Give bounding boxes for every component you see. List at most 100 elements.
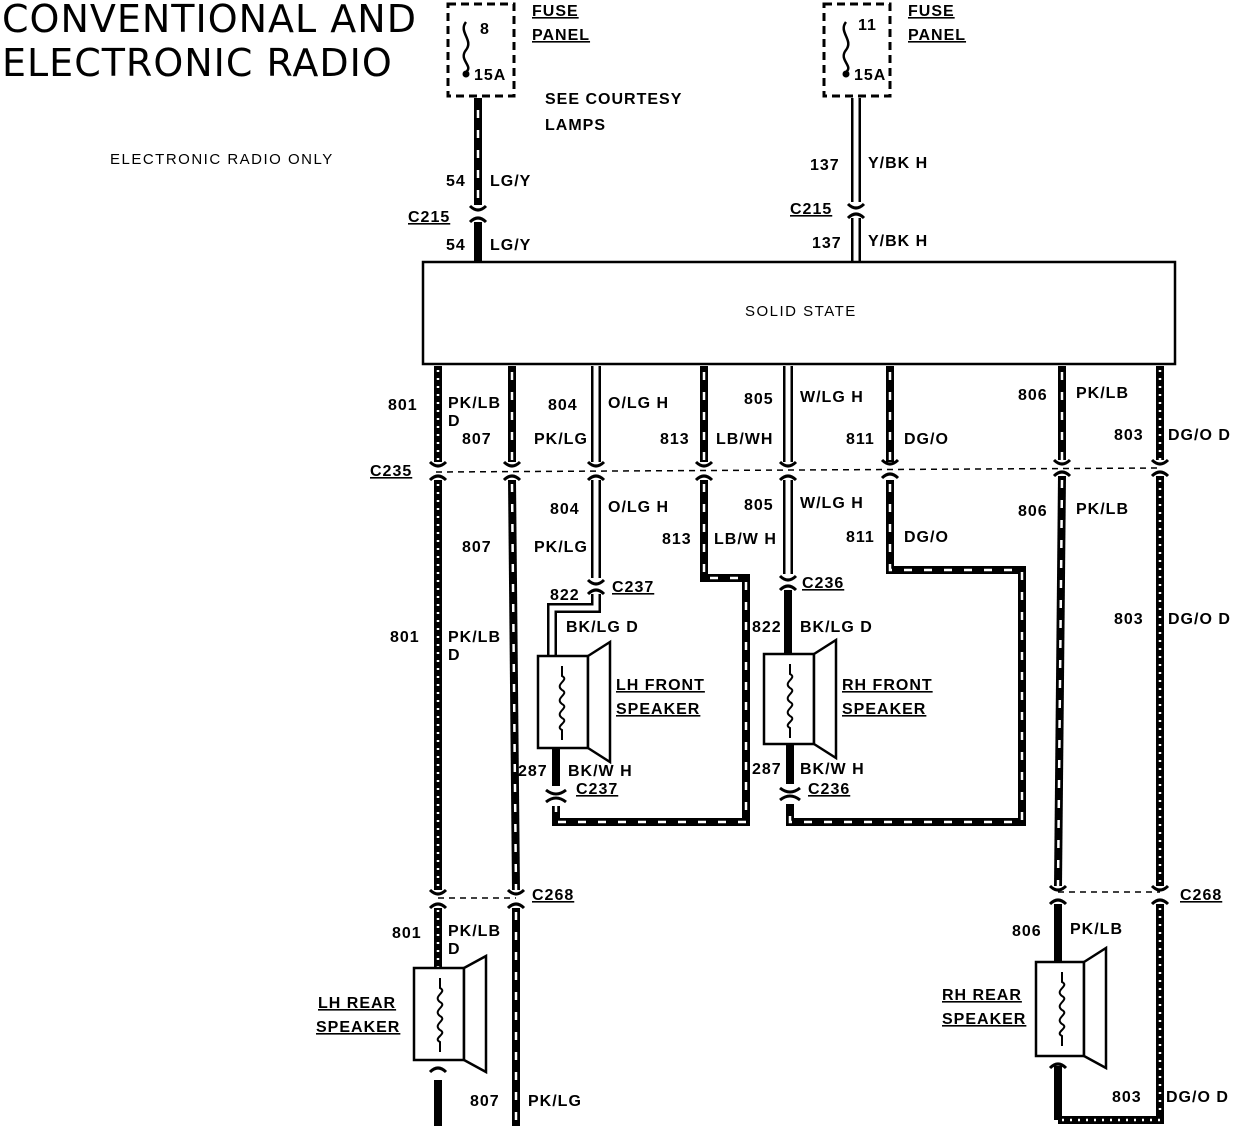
wire-822-left bbox=[547, 594, 601, 656]
wire-807-color-a: PK/LG bbox=[534, 431, 588, 448]
wire-807-num-b: 807 bbox=[462, 539, 492, 556]
fuse-panel-label-1b: PANEL bbox=[532, 27, 590, 44]
wire-54-color-b: LG/Y bbox=[490, 237, 531, 254]
wire-811 bbox=[786, 366, 1026, 826]
solid-state-label: SOLID STATE bbox=[745, 303, 857, 320]
rh-rear-speaker-icon bbox=[1034, 945, 1108, 1071]
fuse-11-number: 11 bbox=[858, 17, 877, 34]
connector-c235-marks bbox=[428, 458, 1170, 482]
wire-801-suffix-a: D bbox=[448, 413, 461, 430]
wire-811-color-a: DG/O bbox=[904, 431, 949, 448]
rh-front-speaker-label-1: RH FRONT bbox=[842, 677, 933, 694]
wire-801-suffix-b: D bbox=[448, 647, 461, 664]
wire-807 bbox=[508, 366, 520, 1126]
wire-137-color-a: Y/BK H bbox=[868, 155, 928, 172]
wire-805-color-b: W/LG H bbox=[800, 495, 864, 512]
fuse-8-rating: 15A bbox=[474, 67, 506, 84]
wire-287-right bbox=[779, 744, 801, 802]
rh-front-speaker-label-2: SPEAKER bbox=[842, 701, 926, 718]
wire-806-color-a: PK/LB bbox=[1076, 385, 1129, 402]
wire-801-num-a: 801 bbox=[388, 397, 418, 414]
wire-287-color-a: BK/W H bbox=[568, 763, 633, 780]
wire-813 bbox=[552, 366, 750, 826]
connector-c215-label-a: C215 bbox=[408, 209, 450, 226]
wire-54-color-a: LG/Y bbox=[490, 173, 531, 190]
lh-rear-speaker-icon bbox=[412, 953, 488, 1075]
connector-c268-label-b: C268 bbox=[1180, 887, 1222, 904]
connector-c215-label-b: C215 bbox=[790, 201, 832, 218]
wire-804-color-b: O/LG H bbox=[608, 499, 669, 516]
wire-287-num-b: 287 bbox=[752, 761, 782, 778]
wire-807-num-c: 807 bbox=[470, 1093, 500, 1110]
lh-rear-speaker-label-2: SPEAKER bbox=[316, 1019, 400, 1036]
connector-c236-label-b: C236 bbox=[808, 781, 850, 798]
lh-rear-speaker-label-1: LH REAR bbox=[318, 995, 396, 1012]
wire-801-color-c: PK/LB bbox=[448, 923, 501, 940]
wire-54-num-a: 54 bbox=[446, 173, 466, 190]
wire-806-color-c: PK/LB bbox=[1070, 921, 1123, 938]
rh-rear-speaker-label-1: RH REAR bbox=[942, 987, 1022, 1004]
wire-287-left bbox=[545, 748, 567, 804]
wire-813-num-a: 813 bbox=[660, 431, 690, 448]
connector-c268-left bbox=[428, 888, 526, 910]
wire-804-num-b: 804 bbox=[550, 501, 580, 518]
wire-801-color-b: PK/LB bbox=[448, 629, 501, 646]
connector-c235-label: C235 bbox=[370, 463, 412, 480]
wire-804-color-a: O/LG H bbox=[608, 395, 669, 412]
wire-805-color-a: W/LG H bbox=[800, 389, 864, 406]
wire-806-num-b: 806 bbox=[1018, 503, 1048, 520]
wire-803-color-b: DG/O D bbox=[1168, 611, 1231, 628]
fuse-panel-label-2a: FUSE bbox=[908, 3, 955, 20]
wire-801-color-a: PK/LB bbox=[448, 395, 501, 412]
wire-137-num-b: 137 bbox=[812, 235, 842, 252]
wire-54-num-b: 54 bbox=[446, 237, 466, 254]
wire-803-num-b: 803 bbox=[1114, 611, 1144, 628]
fuse-panel-label-2b: PANEL bbox=[908, 27, 966, 44]
wire-822-num-b: 822 bbox=[752, 619, 782, 636]
wire-806-color-b: PK/LB bbox=[1076, 501, 1129, 518]
wire-813-num-b: 813 bbox=[662, 531, 692, 548]
connector-c237-label-a: C237 bbox=[612, 579, 654, 596]
wire-806 bbox=[1054, 366, 1066, 1120]
wire-822-num-a: 822 bbox=[550, 587, 580, 604]
wire-287-num-a: 287 bbox=[518, 763, 548, 780]
wire-804-num-a: 804 bbox=[548, 397, 578, 414]
wire-811-color-b: DG/O bbox=[904, 529, 949, 546]
solid-state-module bbox=[421, 260, 1177, 366]
wire-287-color-b: BK/W H bbox=[800, 761, 865, 778]
wire-801-num-b: 801 bbox=[390, 629, 420, 646]
rh-front-speaker-icon bbox=[762, 637, 838, 761]
connector-c236-label-a: C236 bbox=[802, 575, 844, 592]
note-electronic-radio: ELECTRONIC RADIO ONLY bbox=[110, 151, 334, 168]
title-line-2: ELECTRONIC RADIO bbox=[2, 41, 393, 85]
note-courtesy-2: LAMPS bbox=[545, 117, 606, 134]
connector-c215-left bbox=[468, 204, 488, 224]
fuse-11: 11 15A bbox=[822, 2, 892, 98]
wire-803 bbox=[1058, 366, 1164, 1124]
wire-811-num-a: 811 bbox=[846, 431, 875, 448]
wire-803-num-a: 803 bbox=[1114, 427, 1144, 444]
wire-813-color-b: LB/W H bbox=[714, 531, 777, 548]
connector-c215-right bbox=[846, 202, 866, 220]
wire-806-num-c: 806 bbox=[1012, 923, 1042, 940]
connector-c236-top bbox=[778, 574, 798, 654]
wire-137-num-a: 137 bbox=[810, 157, 840, 174]
wire-805-num-a: 805 bbox=[744, 391, 774, 408]
wire-803-color-a: DG/O D bbox=[1168, 427, 1231, 444]
wire-822-color-b: BK/LG D bbox=[800, 619, 873, 636]
wire-807-num-a: 807 bbox=[462, 431, 492, 448]
fuse-8-number: 8 bbox=[480, 21, 490, 38]
wire-805-num-b: 805 bbox=[744, 497, 774, 514]
fuse-8: 8 15A bbox=[446, 2, 516, 98]
wire-807-color-c: PK/LG bbox=[528, 1093, 582, 1110]
wire-801-num-c: 801 bbox=[392, 925, 422, 942]
connector-c237-top bbox=[586, 578, 606, 596]
wire-822-color-a: BK/LG D bbox=[566, 619, 639, 636]
wire-803-num-c: 803 bbox=[1112, 1089, 1142, 1106]
fuse-panel-label-1a: FUSE bbox=[532, 3, 579, 20]
connector-c268-label-a: C268 bbox=[532, 887, 574, 904]
note-courtesy-1: SEE COURTESY bbox=[545, 91, 682, 108]
wire-811-num-b: 811 bbox=[846, 529, 875, 546]
lh-front-speaker-label-1: LH FRONT bbox=[616, 677, 705, 694]
